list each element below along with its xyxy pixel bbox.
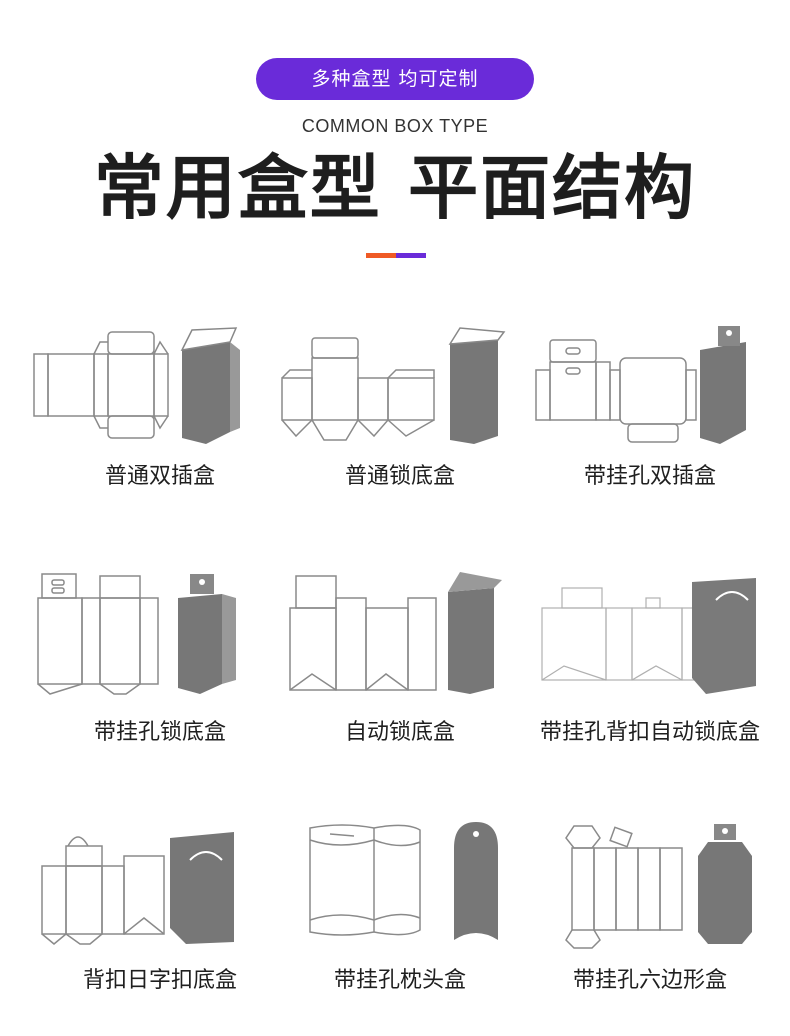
page-title: 常用盒型 平面结构 [93, 147, 697, 229]
back-buckle-snap-bottom-box-icon [41, 832, 234, 945]
box-card: 普通锁底盒 [270, 320, 530, 500]
box-card: 带挂孔六边形盒 [520, 820, 780, 1000]
tuck-end-box-icon [33, 327, 240, 444]
lock-bottom-box-icon [281, 327, 506, 444]
accent-bar-purple [396, 253, 426, 258]
box-label: 背扣日字扣底盒 [82, 968, 237, 993]
auto-lock-bottom-box-icon [289, 572, 502, 694]
box-label: 带挂孔六边形盒 [572, 968, 727, 993]
accent-bar-orange [366, 253, 396, 258]
box-card: 普通双插盒 [30, 320, 290, 500]
subtitle-en: COMMON BOX TYPE [301, 116, 489, 136]
box-card: 带挂孔枕头盒 [270, 820, 530, 1000]
box-label: 带挂孔锁底盒 [93, 720, 226, 745]
box-card: 自动锁底盒 [270, 570, 530, 750]
box-label: 带挂孔背扣自动锁底盒 [539, 720, 760, 745]
box-card: 带挂孔双插盒 [520, 320, 780, 500]
box-label: 普通锁底盒 [344, 464, 455, 489]
hanger-hexagon-box-icon [565, 824, 752, 949]
hanger-lock-bottom-box-icon [37, 573, 236, 695]
box-label: 自动锁底盒 [344, 720, 455, 745]
badge-pill: 多种盒型 均可定制 [256, 58, 534, 100]
box-label: 带挂孔双插盒 [583, 464, 716, 489]
box-card: 带挂孔锁底盒 [30, 570, 290, 750]
box-card: 背扣日字扣底盒 [30, 820, 290, 1000]
box-label: 带挂孔枕头盒 [333, 968, 466, 993]
box-label: 普通双插盒 [104, 464, 215, 489]
hanger-tuck-end-box-icon [535, 326, 746, 444]
box-card: 带挂孔背扣自动锁底盒 [520, 570, 780, 750]
hanger-pillow-box-icon [309, 822, 498, 940]
hanger-back-buckle-auto-lock-box-icon [541, 578, 756, 694]
